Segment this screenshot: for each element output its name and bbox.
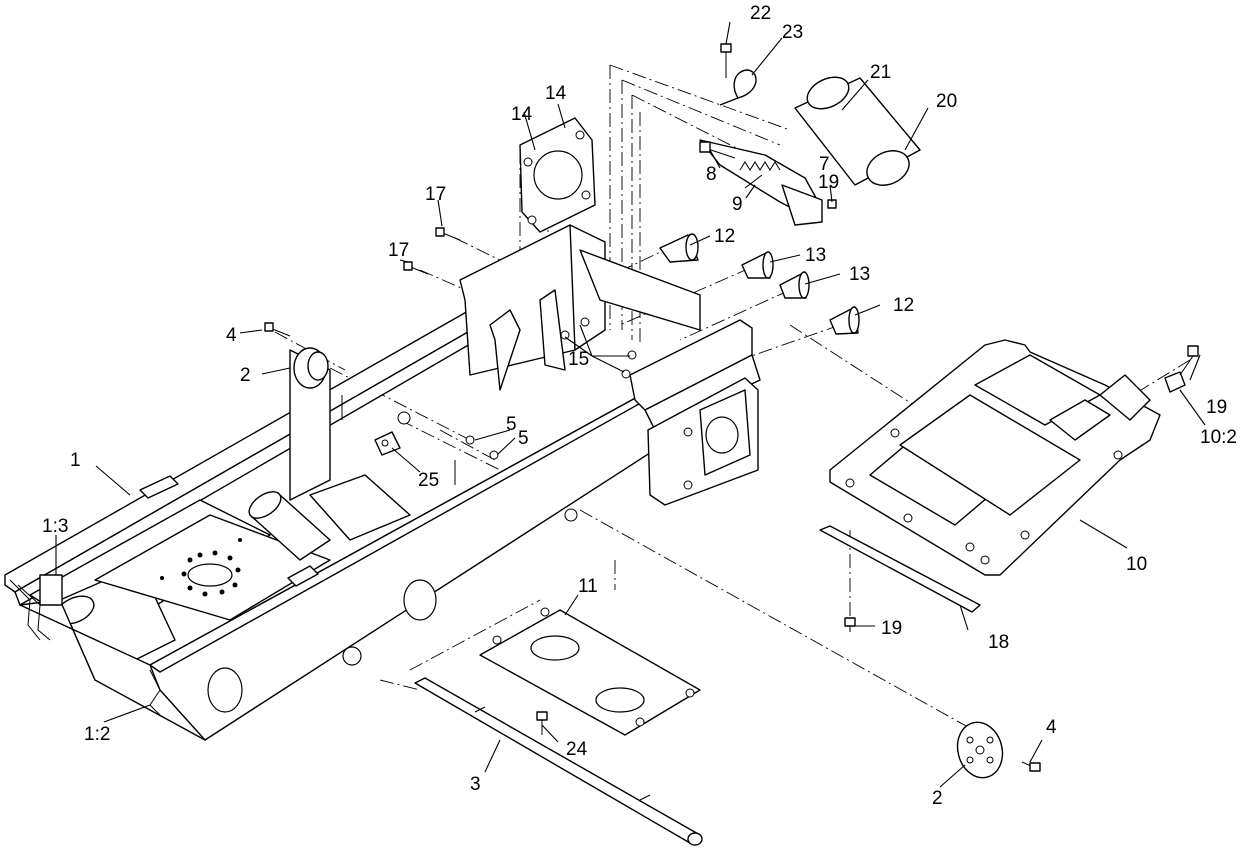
callout-13-lower: 13 [849, 264, 870, 285]
callout-23: 23 [782, 22, 803, 43]
callout-1-3: 1:3 [42, 516, 68, 537]
callout-19-strip: 19 [881, 618, 902, 639]
mount-plate-14 [519, 117, 596, 233]
axle-rod [414, 677, 703, 846]
callout-2-left: 2 [240, 365, 251, 386]
callout-11: 11 [578, 576, 598, 597]
callout-13-upper: 13 [805, 245, 826, 266]
latch-assembly [699, 43, 921, 226]
callout-25: 25 [418, 470, 439, 491]
strip [819, 525, 981, 632]
leader-lines [55, 21, 1206, 788]
callout-24: 24 [566, 739, 588, 760]
callout-9: 9 [732, 194, 743, 215]
callout-10: 10 [1126, 554, 1147, 575]
callout-19-right: 19 [1206, 397, 1227, 418]
callout-12-upper: 12 [714, 226, 735, 247]
hubs [264, 322, 1041, 779]
skid-plate [479, 607, 701, 736]
callout-14-left: 14 [511, 104, 533, 125]
callout-3: 3 [470, 774, 481, 795]
callout-4-left: 4 [226, 325, 237, 346]
callout-2-right: 2 [932, 788, 943, 809]
callout-1: 1 [70, 450, 81, 471]
callout-20: 20 [936, 91, 957, 112]
callout-5-upper: 5 [506, 414, 517, 435]
callout-4-right: 4 [1046, 717, 1057, 738]
main-frame [4, 289, 671, 741]
callout-10-2: 10:2 [1200, 427, 1237, 448]
callout-18: 18 [988, 632, 1009, 653]
callout-21: 21 [870, 62, 891, 83]
callout-1-2: 1:2 [84, 724, 110, 745]
callout-14-right: 14 [545, 83, 567, 104]
callout-19-latch: 19 [818, 172, 839, 193]
callout-17-upper: 17 [425, 184, 446, 205]
callout-15: 15 [568, 349, 589, 370]
foot-plate [829, 339, 1199, 576]
callout-22: 22 [750, 3, 771, 24]
callout-7: 7 [819, 154, 830, 175]
callout-17-lower: 17 [388, 240, 409, 261]
callout-12-lower: 12 [893, 295, 914, 316]
callout-5-lower: 5 [518, 428, 529, 449]
callout-8: 8 [706, 164, 717, 185]
bumpers [659, 233, 860, 335]
callout-labels: 1 1:2 1:3 2 2 3 4 4 5 5 7 8 9 10 10:2 11… [42, 3, 1237, 809]
